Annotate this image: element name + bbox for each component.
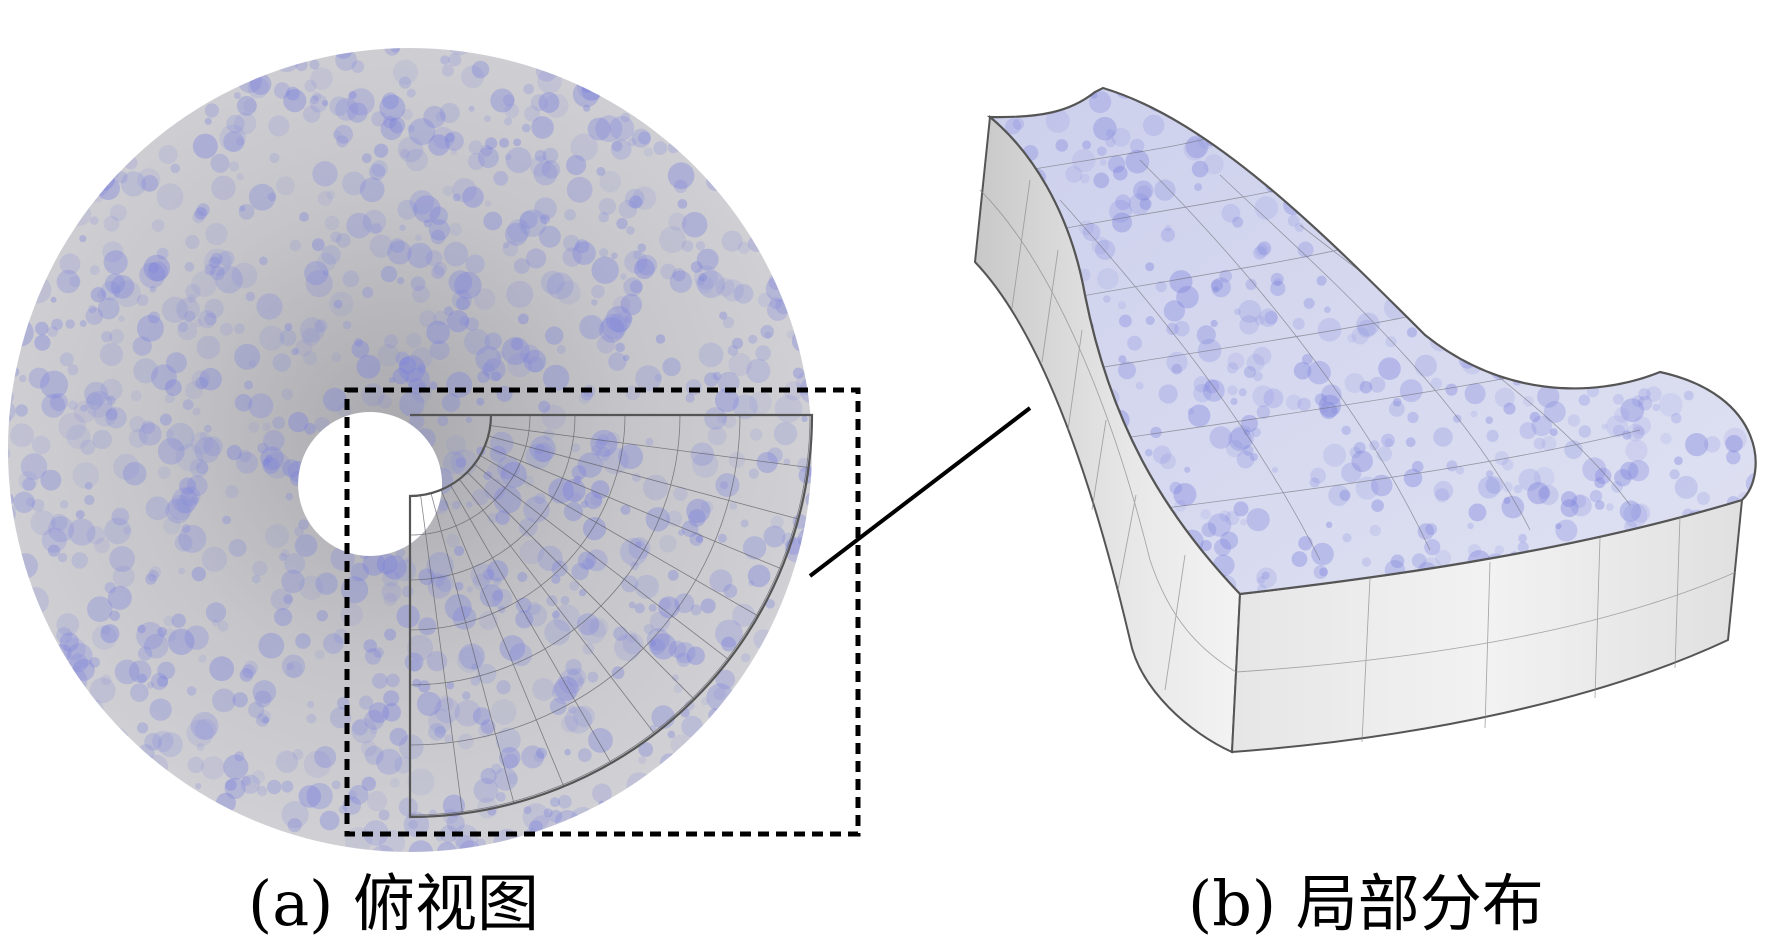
side-face-grid bbox=[979, 179, 1737, 743]
dashed-selection-box bbox=[344, 387, 861, 837]
top-surface-outline bbox=[986, 86, 1757, 596]
disc-annulus bbox=[7, 48, 812, 853]
quarter-outline bbox=[408, 413, 814, 819]
mesh-quarter-section bbox=[408, 413, 814, 819]
top-view-disc bbox=[7, 48, 812, 853]
block-top-surface bbox=[990, 88, 1756, 594]
local-distribution-block bbox=[973, 86, 1757, 754]
caption-a: (a) 俯视图 bbox=[248, 867, 539, 940]
caption-b: (b) 局部分布 bbox=[1188, 867, 1544, 940]
connector-line bbox=[808, 406, 1032, 578]
